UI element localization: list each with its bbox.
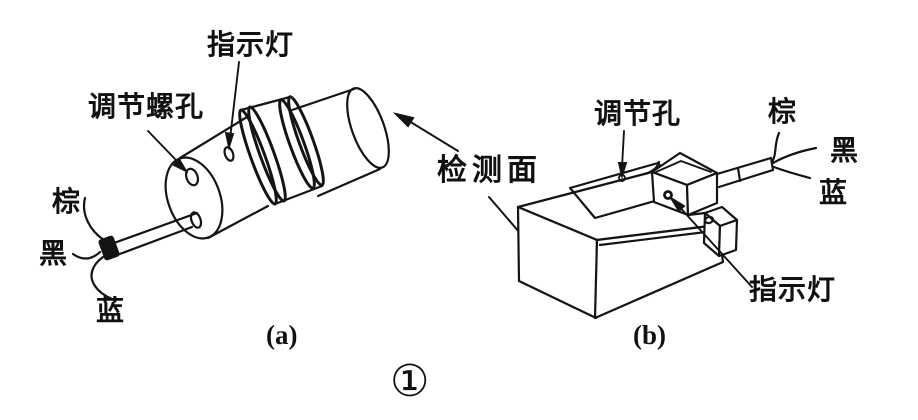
cable-gland [189, 211, 203, 229]
label-wire-black-b: 黑 [830, 135, 860, 166]
cylindrical-sensor-drawing [71, 87, 390, 301]
label-indicator-b: 指示灯 [749, 274, 837, 305]
label-wire-brown-b: 棕 [768, 96, 798, 127]
box-right-face [593, 223, 725, 320]
indicator-dot [663, 190, 673, 200]
cyl-front-bottom-edge [206, 204, 270, 240]
foot-mounting-hole [703, 215, 715, 225]
adjust-screw-hole [184, 167, 200, 187]
nut-bottom-edge [273, 184, 324, 206]
caption-a: (a) [266, 320, 298, 350]
arrow-to-sensor-a-line [403, 117, 459, 152]
adjust-screw-leader-line [147, 130, 177, 161]
sensor-a-leaders [147, 61, 240, 174]
cable-line [112, 211, 199, 245]
adjust-hole-leader-line [621, 130, 625, 168]
label-wire-brown-a: 棕 [52, 186, 82, 217]
cable-line-b [715, 156, 773, 176]
indicator-light-hole [223, 146, 235, 162]
rectangular-sensor-drawing [516, 131, 818, 320]
wire-brown-a [82, 196, 106, 242]
indicator-leader-arrowhead-b [670, 197, 686, 213]
cyl-rear-top-edge [290, 87, 356, 112]
cable-connector [98, 235, 120, 261]
detection-face-end [346, 87, 390, 169]
label-wire-blue-b: 蓝 [819, 177, 849, 208]
caption-b: (b) [633, 320, 666, 350]
label-adjust-screw-hole: 调节螺孔 [88, 91, 205, 122]
figure-number-circled: ① [390, 356, 430, 407]
indicator-leader-arrowhead [224, 131, 235, 151]
cyl-front-top-edge [178, 115, 249, 160]
label-adjust-hole: 调节孔 [594, 98, 682, 129]
label-indicator-a: 指示灯 [207, 29, 295, 60]
block-top-inner-edge [655, 160, 712, 173]
cable-line-b [717, 168, 775, 189]
cable-end-cap [769, 156, 775, 172]
cable-line [115, 225, 194, 257]
label-detection-face: 检测面 [437, 154, 542, 187]
label-wire-black-a: 黑 [39, 238, 69, 269]
wire-brown-b [770, 131, 781, 164]
wire-blue-a [90, 255, 114, 301]
sensor-b-leaders [617, 130, 753, 288]
box-edge-double-line [598, 229, 716, 247]
arrow-to-sensor-a-head [392, 112, 415, 128]
foot-front-face [717, 218, 739, 258]
wire-blue-b [772, 165, 812, 180]
nut-top-edge [239, 95, 292, 112]
indicator-leader-line [229, 61, 240, 140]
cable-ferrule-tick [736, 166, 742, 183]
cyl-rear-bottom-edge [316, 167, 382, 198]
block-front-face [685, 171, 719, 217]
nut-band [287, 95, 325, 187]
wire-black-a [71, 250, 102, 260]
adjust-hole-leader-arrowhead [617, 162, 628, 180]
indicator-leader-line-b [675, 202, 753, 288]
label-wire-blue-a: 蓝 [96, 295, 126, 326]
wire-black-b [771, 146, 818, 165]
adjust-screw-leader-arrowhead [172, 157, 189, 174]
